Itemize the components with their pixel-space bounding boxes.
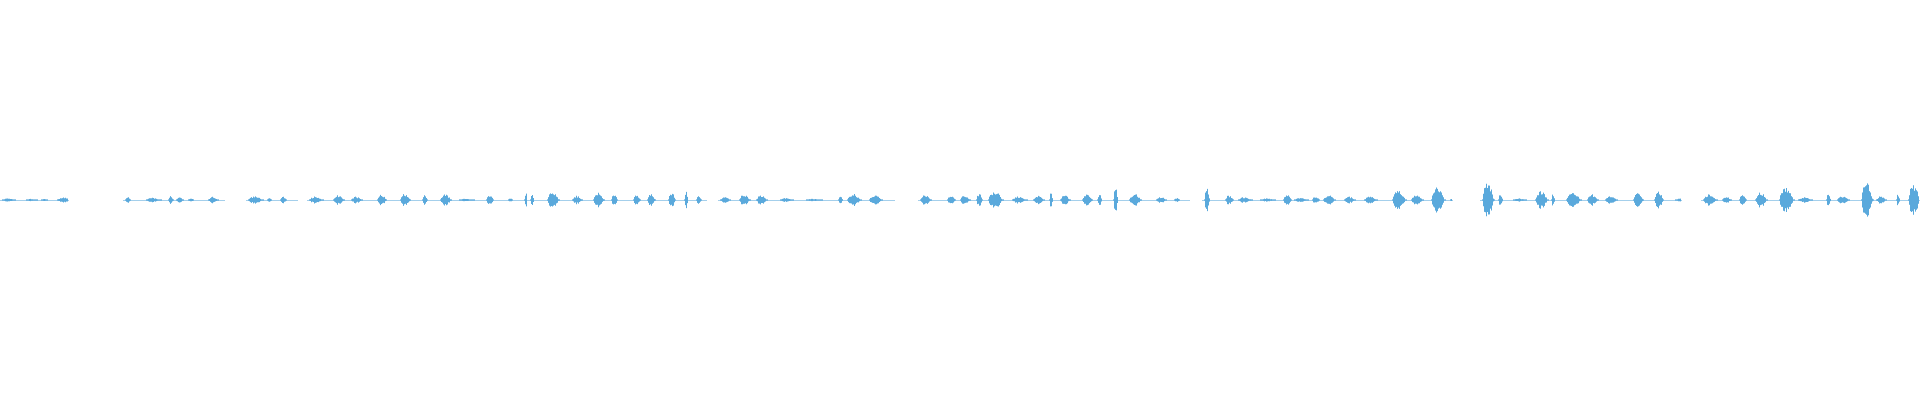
waveform-samples — [1204, 187, 1452, 213]
waveform-samples — [309, 193, 527, 207]
waveform-samples — [2, 197, 68, 203]
waveform-samples — [530, 191, 702, 209]
waveform-samples — [248, 196, 287, 204]
waveform-clip[interactable] — [1202, 187, 1453, 213]
waveform-clip[interactable] — [123, 196, 225, 204]
waveform-clip[interactable] — [528, 191, 707, 209]
waveform-samples — [1703, 183, 1919, 217]
waveform-clip[interactable] — [1701, 183, 1920, 217]
waveform-samples — [920, 189, 1180, 211]
waveform-clips — [0, 183, 1920, 217]
waveform-samples — [125, 196, 219, 204]
waveform-clip[interactable] — [918, 189, 1190, 211]
waveform-samples — [720, 194, 883, 206]
waveform-clip[interactable] — [0, 197, 69, 203]
waveform-clip[interactable] — [1480, 183, 1682, 217]
waveform-clip[interactable] — [718, 194, 895, 206]
waveform-samples — [1482, 183, 1681, 217]
waveform-clip[interactable] — [246, 196, 298, 204]
waveform-clip[interactable] — [307, 193, 528, 207]
